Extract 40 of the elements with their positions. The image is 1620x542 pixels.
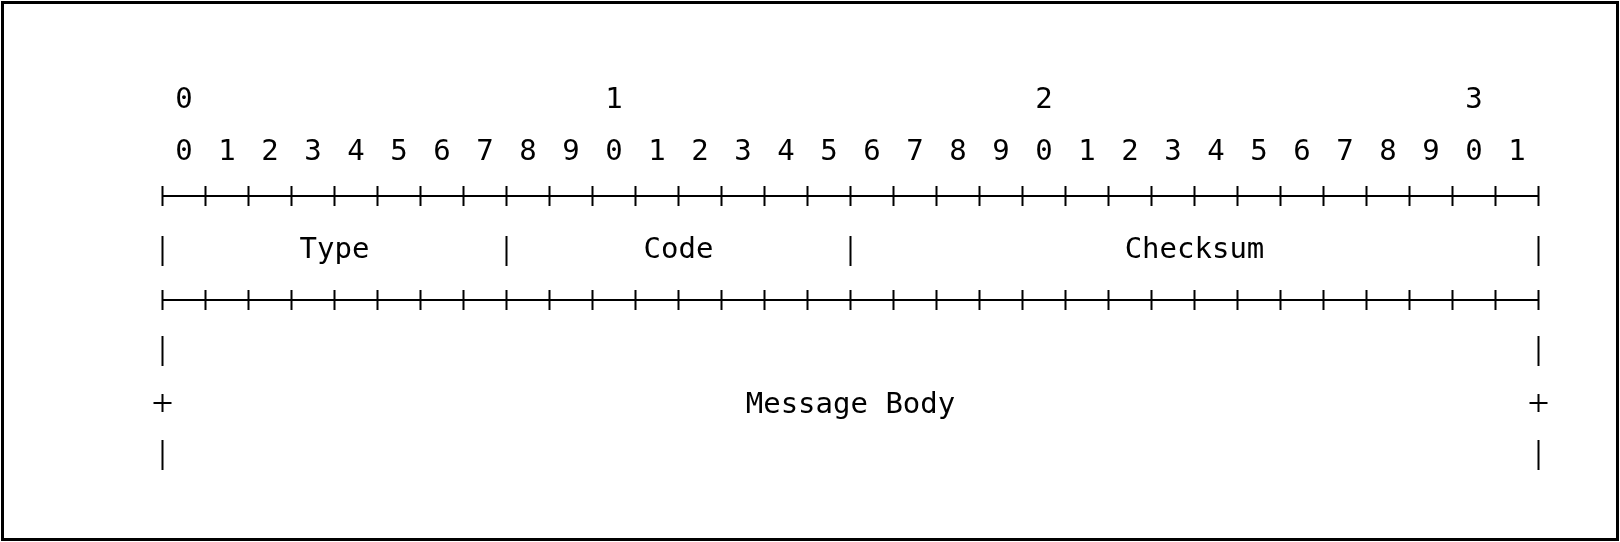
bit-number: 8	[519, 135, 537, 165]
bit-number: 1	[1508, 135, 1526, 165]
bit-number: 0	[175, 135, 193, 165]
bit-number: 8	[1379, 135, 1397, 165]
field-name: Message Body	[745, 386, 956, 420]
bit-number: 3	[734, 135, 752, 165]
bit-number: 4	[1207, 135, 1225, 165]
bit-number: 2	[691, 135, 709, 165]
bit-number: 7	[476, 135, 494, 165]
field-name: Checksum	[1124, 231, 1265, 265]
bit-number: 5	[820, 135, 838, 165]
field-name: Type	[299, 231, 370, 265]
bit-number: 6	[863, 135, 881, 165]
bit-number: 0	[605, 135, 623, 165]
bit-number: 9	[562, 135, 580, 165]
bit-number: 2	[1035, 83, 1053, 113]
bit-number: 8	[949, 135, 967, 165]
bit-number: 0	[1465, 135, 1483, 165]
bit-number: 7	[906, 135, 924, 165]
bit-number: 5	[390, 135, 408, 165]
bit-number: 4	[777, 135, 795, 165]
bit-number: 1	[218, 135, 236, 165]
bit-number: 1	[648, 135, 666, 165]
bit-number: 0	[175, 83, 193, 113]
bit-number: 9	[1422, 135, 1440, 165]
bit-number: 1	[1078, 135, 1096, 165]
bit-number: 4	[347, 135, 365, 165]
bit-number: 1	[605, 83, 623, 113]
bit-number: 2	[261, 135, 279, 165]
bit-number: 7	[1336, 135, 1354, 165]
bit-number: 6	[1293, 135, 1311, 165]
bit-number: 9	[992, 135, 1010, 165]
bit-number: 3	[1465, 83, 1483, 113]
bit-number: 5	[1250, 135, 1268, 165]
bit-number: 0	[1035, 135, 1053, 165]
bit-number: 3	[304, 135, 322, 165]
bit-number: 6	[433, 135, 451, 165]
bit-number: 2	[1121, 135, 1139, 165]
field-name: Code	[643, 231, 714, 265]
bit-number: 3	[1164, 135, 1182, 165]
